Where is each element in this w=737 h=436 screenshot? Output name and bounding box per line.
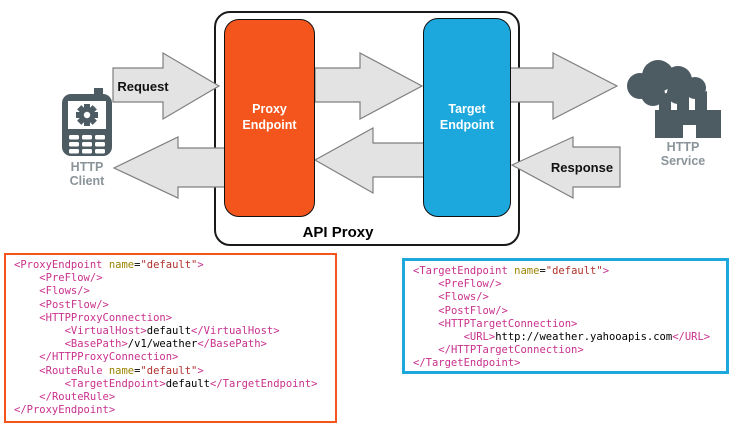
code-line: <PreFlow/> <box>438 278 502 291</box>
http-client-caption-line2: Client <box>69 174 105 189</box>
code-line: <TargetEndpoint>default</TargetEndpoint> <box>64 377 318 390</box>
response-to-client-arrow <box>112 136 233 199</box>
http-service-caption: HTTP Service <box>638 140 728 169</box>
http-service-caption-line2: Service <box>660 154 706 169</box>
flow-arrows-layer <box>62 51 721 200</box>
code-line: </TargetEndpoint> <box>413 357 521 370</box>
code-line: <PostFlow/> <box>438 304 508 317</box>
target-endpoint-code-body: <TargetEndpoint name="default"> <PreFlow… <box>413 265 718 371</box>
code-line: <RouteRule name="default"> <box>39 364 204 377</box>
request-arrow-label: Request <box>117 79 169 94</box>
code-line: <Flows/> <box>438 291 489 304</box>
code-line: <ProxyEndpoint name="default"> <box>14 259 204 271</box>
phone-keypad <box>69 135 105 154</box>
code-line: <PreFlow/> <box>39 272 103 285</box>
http-client-icon <box>62 88 112 156</box>
api-proxy-title: API Proxy <box>302 224 374 241</box>
target-to-proxy-arrow <box>313 126 425 195</box>
target-endpoint-code-block: <TargetEndpoint name="default"> <PreFlow… <box>402 258 729 374</box>
code-line: </HTTPProxyConnection> <box>39 351 179 364</box>
response-arrow <box>510 136 621 200</box>
code-line: <Flows/> <box>39 285 90 298</box>
http-service-icon <box>627 60 721 138</box>
proxy-endpoint-label-line2: Endpoint <box>242 118 297 132</box>
proxy-endpoint-code-body: <ProxyEndpoint name="default"> <PreFlow/… <box>14 259 327 417</box>
code-line: <HTTPProxyConnection> <box>39 311 173 324</box>
code-line: <TargetEndpoint name="default"> <box>413 265 610 277</box>
http-client-caption-line1: HTTP <box>70 160 104 174</box>
code-line: </HTTPTargetConnection> <box>438 344 584 357</box>
request-arrow <box>112 51 221 121</box>
code-line: <URL>http://weather.yahooapis.com</URL> <box>463 331 711 344</box>
factory-door <box>683 125 696 138</box>
factory-icon <box>655 91 721 138</box>
target-to-service-arrow <box>509 52 619 120</box>
code-line: <HTTPTargetConnection> <box>438 317 578 330</box>
code-line: <PostFlow/> <box>39 298 109 311</box>
proxy-endpoint-label-line1: Proxy <box>252 102 287 117</box>
http-service-caption-line1: HTTP <box>666 140 700 154</box>
code-line: </ProxyEndpoint> <box>14 404 116 417</box>
http-client-caption: HTTP Client <box>42 160 132 189</box>
proxy-to-target-arrow <box>314 52 424 120</box>
response-arrow-label: Response <box>550 160 614 175</box>
code-line: <BasePath>/v1/weather</BasePath> <box>64 338 267 351</box>
gear-icon <box>76 104 98 126</box>
code-line: <VirtualHost>default</VirtualHost> <box>64 325 280 338</box>
proxy-endpoint-code-block: <ProxyEndpoint name="default"> <PreFlow/… <box>4 253 337 423</box>
proxy-endpoint-box: Proxy Endpoint <box>224 19 315 217</box>
code-line: </RouteRule> <box>39 391 116 404</box>
target-endpoint-label-line1: Target <box>448 101 486 116</box>
target-endpoint-box: Target Endpoint <box>423 18 511 217</box>
target-endpoint-label-line2: Endpoint <box>439 117 495 132</box>
